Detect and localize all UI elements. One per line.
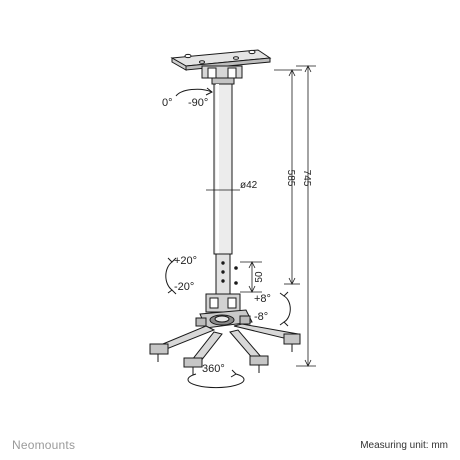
extension-50-label: 50 bbox=[254, 271, 265, 283]
measuring-unit-note: Measuring unit: mm bbox=[360, 440, 448, 451]
dimension-lines bbox=[206, 65, 316, 367]
height-745-label: 745 bbox=[301, 170, 312, 187]
diameter-label: ø42 bbox=[240, 180, 258, 191]
annotation-labels: 0° -90° ø42 585 745 50 +20° -20° +8° -8°… bbox=[162, 97, 312, 375]
rotation-label-0: 0° bbox=[162, 97, 173, 109]
rotation-arrows bbox=[165, 87, 291, 389]
brand-logo: Neomounts bbox=[12, 438, 76, 452]
ceiling-plate bbox=[170, 49, 272, 71]
ceiling-bracket bbox=[201, 65, 243, 85]
tilt-down-label: -20° bbox=[174, 281, 194, 293]
roll-minus-label: -8° bbox=[254, 311, 268, 323]
swivel-label: 360° bbox=[202, 363, 225, 375]
tilt-up-label: +20° bbox=[174, 255, 197, 267]
projector-arms bbox=[149, 323, 301, 375]
tilt-head bbox=[195, 293, 253, 329]
extension-pole bbox=[213, 83, 238, 295]
rotation-label-minus90: -90° bbox=[188, 97, 208, 109]
height-585-label: 585 bbox=[285, 170, 296, 187]
roll-plus-label: +8° bbox=[254, 293, 271, 305]
